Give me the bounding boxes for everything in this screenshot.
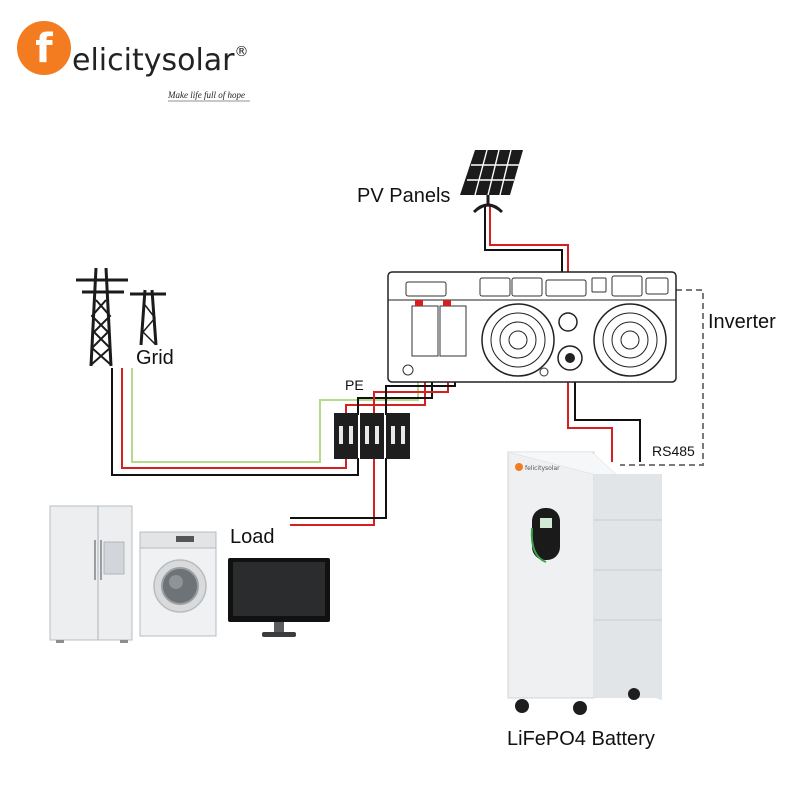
battery-wire-live bbox=[567, 368, 613, 462]
washing-machine-icon bbox=[139, 531, 217, 637]
brand-registered-mark: ® bbox=[235, 44, 249, 60]
inverter-fan-left bbox=[481, 303, 555, 377]
wiring bbox=[111, 205, 704, 526]
label-pe: PE bbox=[345, 377, 364, 393]
brand-name-text: elicitysolar bbox=[72, 43, 235, 78]
grid-wire-earth bbox=[131, 362, 419, 463]
breaker-box bbox=[334, 413, 410, 459]
brand-logo: f elicitysolar® Make life full of hope bbox=[17, 21, 250, 102]
brand-tagline: Make life full of hope bbox=[167, 90, 245, 100]
load-wire-neutral bbox=[290, 458, 387, 519]
logo-letter: f bbox=[35, 26, 53, 72]
label-battery: LiFePO4 Battery bbox=[507, 728, 655, 750]
battery-front-panel bbox=[507, 451, 595, 699]
grid-wire-neutral bbox=[111, 368, 359, 476]
pv-mount-base bbox=[472, 203, 504, 214]
refrigerator-icon bbox=[49, 505, 133, 643]
inverter-pv-port bbox=[558, 312, 578, 332]
load-wire-live bbox=[290, 458, 375, 526]
rs485-comm-line bbox=[620, 289, 704, 466]
pv-panel-icon bbox=[460, 149, 523, 214]
pv-panel-surface bbox=[460, 150, 523, 195]
label-load: Load bbox=[230, 526, 275, 548]
brand-name: elicitysolar® bbox=[72, 43, 249, 78]
battery-wire-neutral bbox=[574, 368, 641, 462]
inverter-unit bbox=[387, 271, 677, 383]
battery-brand-name: felicitysolar bbox=[525, 465, 560, 472]
grid-tower-icon bbox=[76, 267, 166, 367]
battery-display bbox=[532, 508, 560, 560]
logo-circle bbox=[17, 21, 71, 75]
label-inverter: Inverter bbox=[708, 311, 776, 333]
label-pv-panels: PV Panels bbox=[357, 185, 450, 207]
label-grid: Grid bbox=[136, 347, 174, 369]
battery-logo-dot bbox=[515, 463, 523, 471]
lifepo4-battery-unit: felicitysolar bbox=[507, 451, 662, 715]
monitor-icon bbox=[228, 558, 330, 637]
grid-wire-live bbox=[121, 368, 347, 469]
inverter-fan-right bbox=[593, 303, 667, 377]
label-rs485: RS485 bbox=[652, 443, 695, 459]
